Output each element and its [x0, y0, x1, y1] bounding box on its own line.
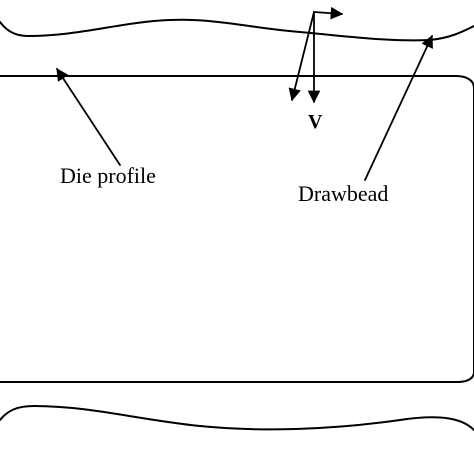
velocity-label: V — [308, 111, 323, 133]
die-profile-leader-arrow — [56, 67, 121, 166]
lower-sheet-profile — [0, 405, 474, 431]
velocity-horizontal-arrow — [313, 6, 344, 20]
drawbead-leader-arrow — [364, 34, 433, 181]
velocity-resultant-arrow — [288, 11, 315, 102]
drawbead-label: Drawbead — [298, 181, 388, 206]
die-profile-label: Die profile — [60, 163, 156, 188]
upper-sheet-profile — [0, 18, 474, 42]
die-profile-outline — [0, 75, 474, 383]
